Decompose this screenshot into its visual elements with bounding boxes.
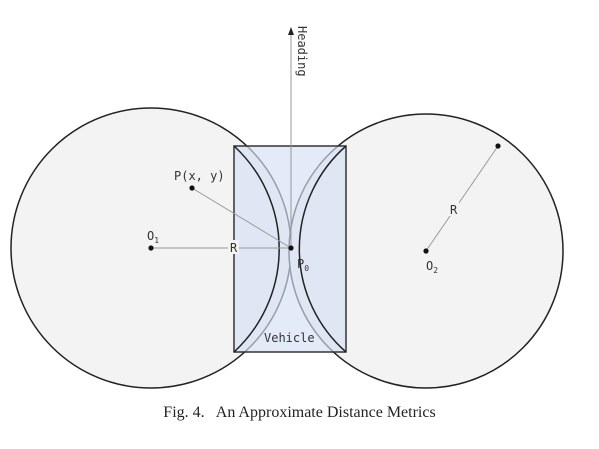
radius-line-right [425, 145, 499, 252]
left-circle-arc-over-vehicle [233, 145, 280, 353]
right-circle-arc-over-vehicle [298, 145, 347, 353]
figure-caption: Fig. 4. An Approximate Distance Metrics [163, 404, 436, 421]
point-p-label: P(x, y) [174, 169, 225, 183]
o2-label: O2 [426, 259, 438, 275]
point-o1 [148, 245, 154, 251]
heading-arrowhead-icon [288, 27, 294, 35]
radius-right-label: R [450, 203, 458, 217]
heading-label: Heading [295, 26, 309, 77]
point-p [189, 185, 195, 191]
vehicle-rect [233, 145, 347, 353]
p-to-p0-line [191, 187, 292, 249]
o1-label: O1 [147, 229, 159, 245]
point-o2 [423, 248, 429, 254]
radius-left-label: R [230, 241, 238, 255]
point-p0 [288, 245, 294, 251]
vehicle-label: Vehicle [264, 331, 315, 345]
point-right-edge [495, 143, 501, 149]
p0-label: P0 [297, 257, 309, 273]
